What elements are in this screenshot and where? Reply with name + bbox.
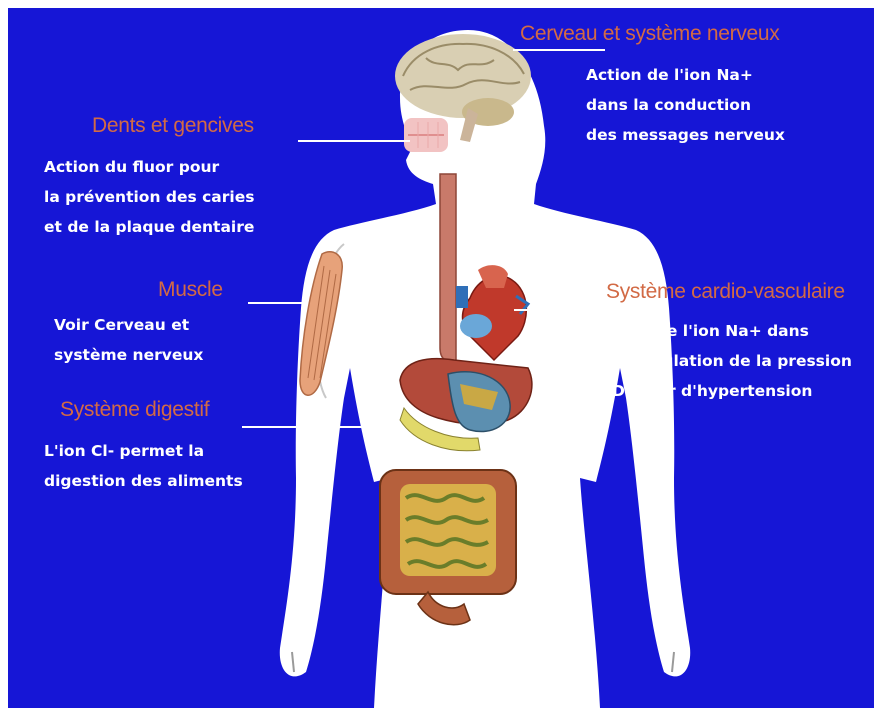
teeth-description: Action du fluor pour la prévention des c… [44, 152, 254, 242]
cardio-description-line: la régulation de la pression [612, 346, 852, 376]
muscle-title: Muscle [158, 278, 223, 302]
digestive-title: Système digestif [60, 398, 209, 422]
esophagus-icon [440, 174, 456, 362]
digestive-description-line: digestion des aliments [44, 466, 243, 496]
brain-description: Action de l'ion Na+ dans la conduction d… [586, 60, 785, 150]
leader-line-digestive [242, 426, 404, 428]
cardio-description-line: Rôle de l'ion Na+ dans [612, 316, 852, 346]
muscle-description: Voir Cerveau et système nerveux [54, 310, 203, 370]
muscle-description-line: système nerveux [54, 340, 203, 370]
cardio-title: Système cardio-vasculaire [606, 280, 845, 304]
leader-line-teeth [298, 140, 410, 142]
leader-line-muscle [248, 302, 306, 304]
brain-description-line: Action de l'ion Na+ [586, 60, 785, 90]
teeth-description-line: et de la plaque dentaire [44, 212, 254, 242]
digestive-description-line: L'ion Cl- permet la [44, 436, 243, 466]
brain-description-line: des messages nerveux [586, 120, 785, 150]
teeth-title: Dents et gencives [92, 114, 254, 138]
cardio-description: Rôle de l'ion Na+ dans la régulation de … [612, 316, 852, 406]
leader-line-brain [513, 49, 605, 51]
teeth-description-line: Action du fluor pour [44, 152, 254, 182]
leader-line-cardio [514, 309, 608, 311]
teeth-icon [404, 118, 448, 152]
cardio-description-line: Danger d'hypertension [612, 376, 852, 406]
brain-description-line: dans la conduction [586, 90, 785, 120]
muscle-description-line: Voir Cerveau et [54, 310, 203, 340]
brain-title: Cerveau et système nerveux [520, 22, 780, 46]
diagram-panel: Cerveau et système nerveux Action de l'i… [8, 8, 874, 708]
digestive-description: L'ion Cl- permet la digestion des alimen… [44, 436, 243, 496]
teeth-description-line: la prévention des caries [44, 182, 254, 212]
